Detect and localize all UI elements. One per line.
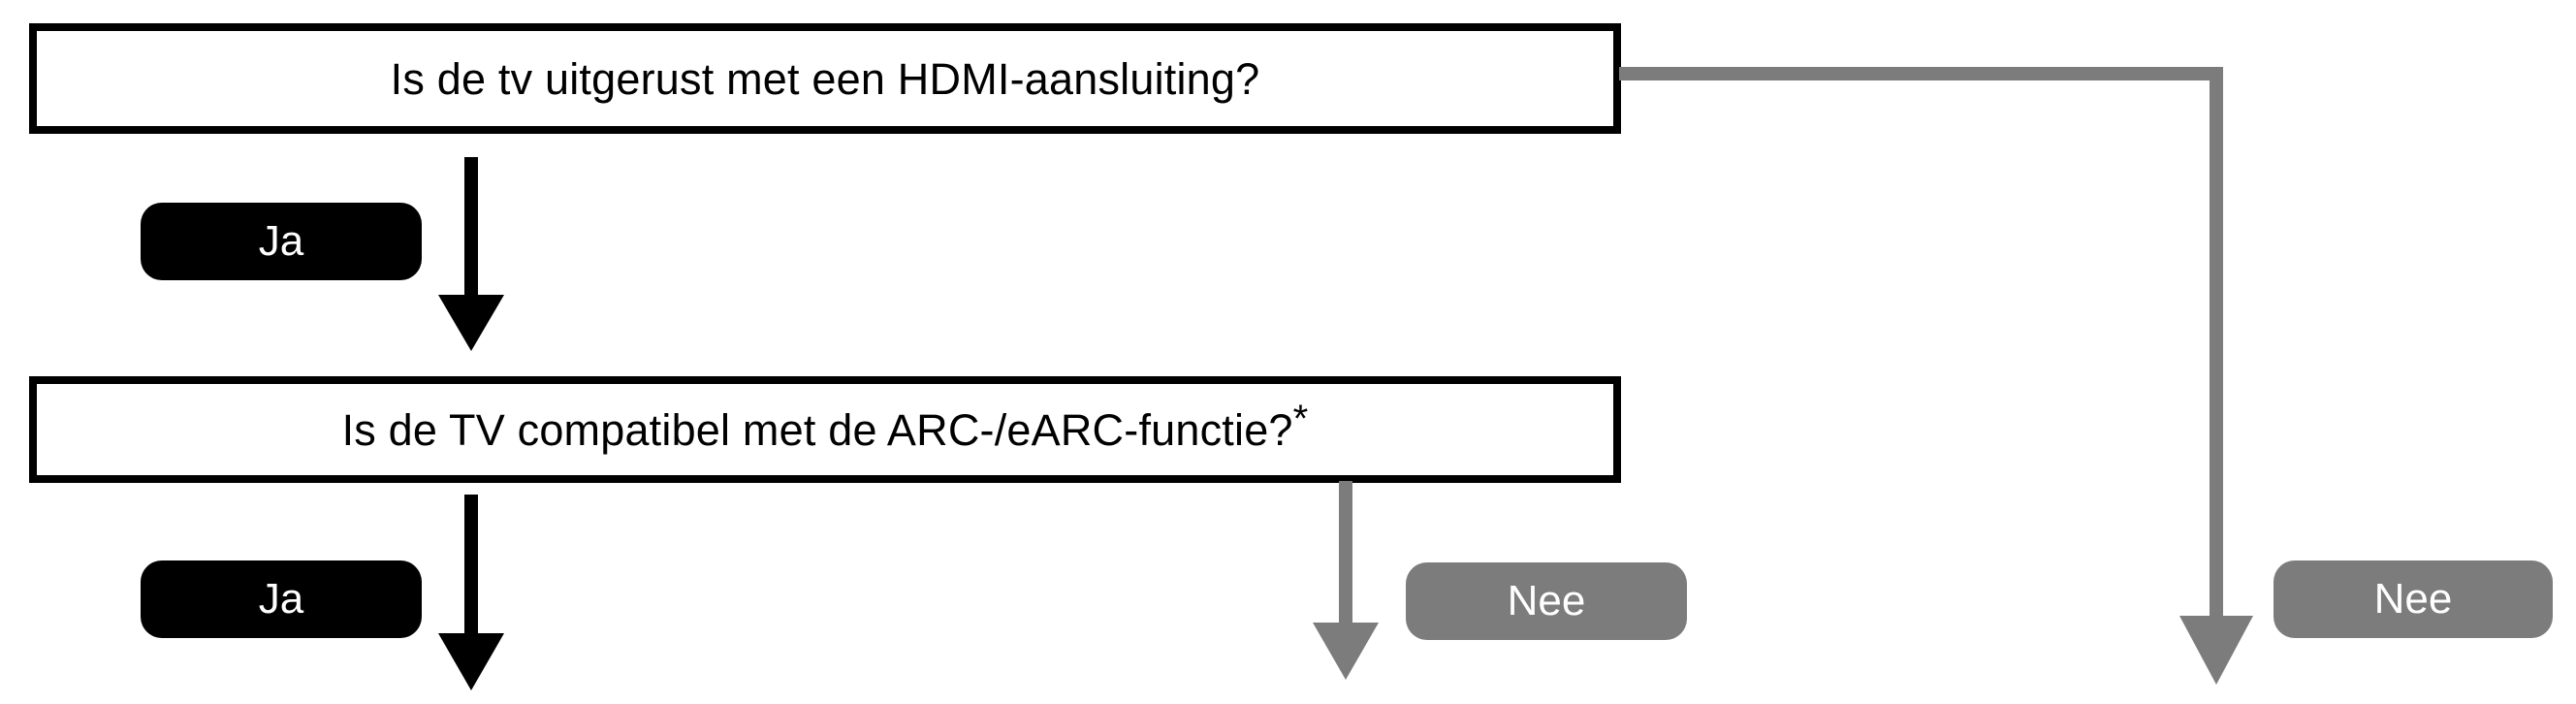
label-ja-hdmi: Ja [141, 203, 422, 280]
arrow-ja-arc-down-icon [434, 495, 508, 693]
footnote-asterisk: * [1292, 397, 1309, 440]
question-box-hdmi-label: Is de tv uitgerust met een HDMI-aansluit… [390, 53, 1260, 104]
connector-nee-hdmi [1619, 60, 2576, 690]
label-nee-arc: Nee [1406, 562, 1687, 640]
label-nee-hdmi-text: Nee [2373, 575, 2453, 623]
arrow-nee-arc-down-icon [1309, 481, 1383, 683]
label-nee-arc-text: Nee [1507, 577, 1586, 624]
label-ja-arc: Ja [141, 560, 422, 638]
label-ja-arc-text: Ja [258, 575, 304, 623]
question-box-hdmi: Is de tv uitgerust met een HDMI-aansluit… [29, 23, 1621, 134]
question-box-arc-text: Is de TV compatibel met de ARC-/eARC-fun… [341, 404, 1293, 455]
question-box-arc-label: Is de TV compatibel met de ARC-/eARC-fun… [341, 400, 1309, 455]
label-ja-hdmi-text: Ja [258, 217, 304, 265]
label-nee-hdmi: Nee [2274, 560, 2553, 638]
arrow-ja-hdmi-down-icon [434, 157, 508, 354]
question-box-arc: Is de TV compatibel met de ARC-/eARC-fun… [29, 376, 1621, 483]
